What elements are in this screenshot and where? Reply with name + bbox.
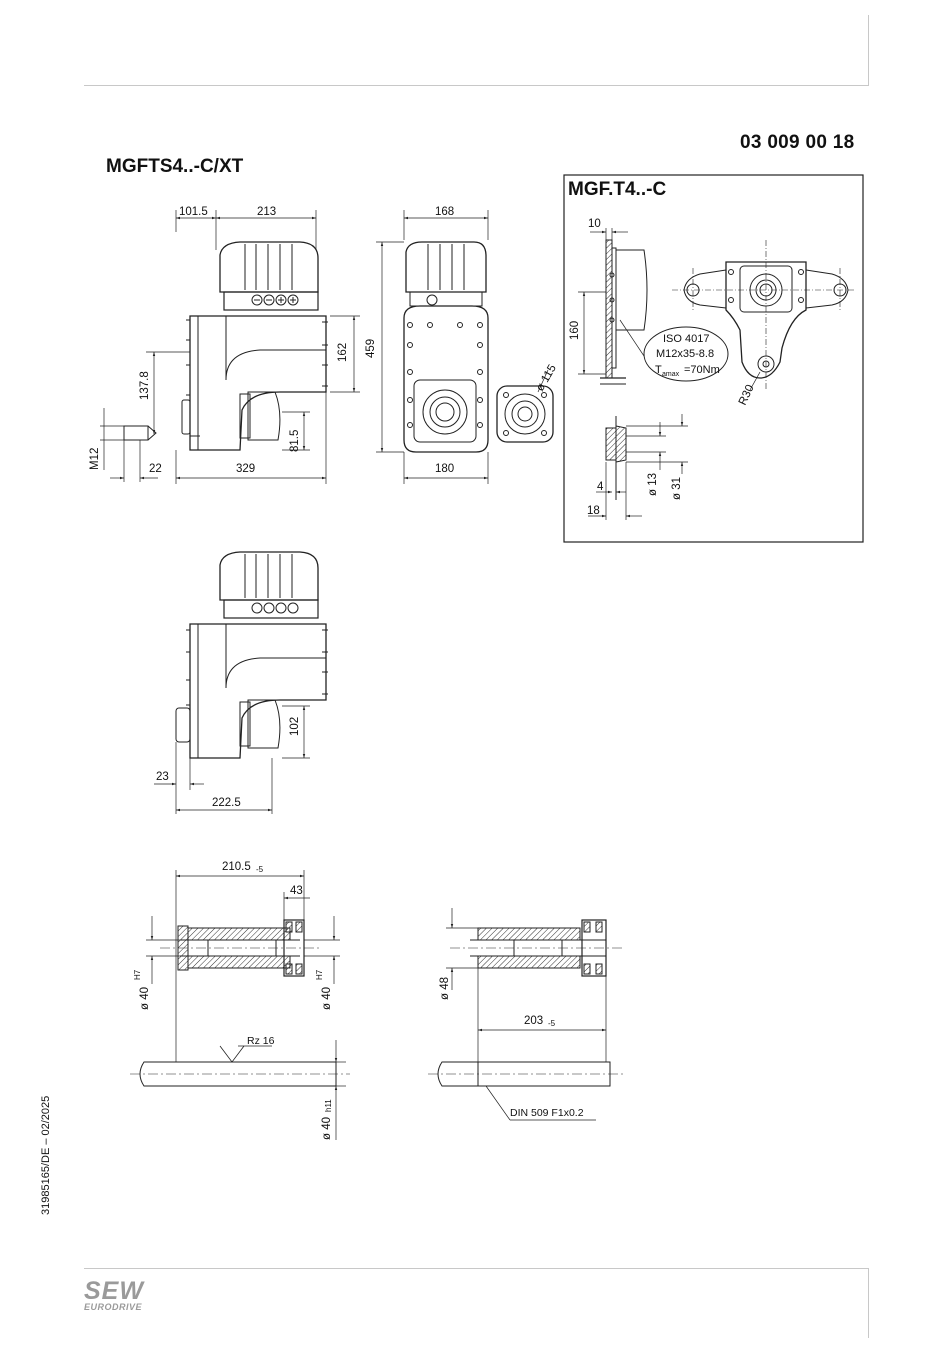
dim-203: 203 <box>524 1015 543 1027</box>
logo-eurodrive: EURODRIVE <box>84 1302 144 1312</box>
dim-329: 329 <box>236 463 255 475</box>
callout-line-2: M12x35-8.8 <box>656 348 714 360</box>
dim-210-5-tolerance: -5 <box>256 865 264 874</box>
inset-dim-18: 18 <box>587 505 600 517</box>
dim-22: 22 <box>149 463 162 475</box>
dim-222-5: 222.5 <box>212 797 241 809</box>
dim-162: 162 <box>337 343 349 362</box>
inset-dim-160: 160 <box>569 321 581 340</box>
sew-eurodrive-logo: SEW EURODRIVE <box>84 1280 144 1312</box>
dim-459: 459 <box>365 339 377 358</box>
front-view <box>376 210 553 484</box>
fit-h7-left: H7 <box>133 969 142 980</box>
inset-dim-13: ø 13 <box>647 473 659 496</box>
inset-title: MGF.T4..-C <box>568 179 666 200</box>
dim-m12: M12 <box>89 448 101 470</box>
fit-h11: h11 <box>324 1099 333 1112</box>
dim-101-5: 101.5 <box>179 206 208 218</box>
dim-168: 168 <box>435 206 454 218</box>
dim-102: 102 <box>289 717 301 736</box>
dim-115: ø 115 <box>534 363 559 394</box>
dim-bore-48: ø 48 <box>439 977 451 1000</box>
shaft-section-left <box>130 870 350 1140</box>
dim-bore-40-left: ø 40 <box>139 987 151 1010</box>
dim-137-8: 137.8 <box>139 371 151 400</box>
inset-dim-4: 4 <box>597 481 604 493</box>
inset-dim-31: ø 31 <box>671 477 683 500</box>
document-code: 31985165/DE – 02/2025 <box>40 1096 52 1215</box>
inset-dim-10: 10 <box>588 218 601 230</box>
surface-rz16: Rz 16 <box>247 1035 275 1047</box>
callout-line-1: ISO 4017 <box>663 333 709 345</box>
dim-203-tolerance: -5 <box>548 1019 556 1028</box>
callout-line-3: =70Nm <box>684 364 720 376</box>
side-view-1 <box>100 210 360 484</box>
shaft-section-right <box>428 908 624 1120</box>
inset-dim-r30: R30 <box>737 383 757 407</box>
callout-torque-symbol: T <box>655 364 662 376</box>
dim-shaft-40: ø 40 <box>321 1117 333 1140</box>
dim-180: 180 <box>435 463 454 475</box>
dim-213: 213 <box>257 206 276 218</box>
din-note: DIN 509 F1x0.2 <box>510 1107 584 1119</box>
dim-23: 23 <box>156 771 169 783</box>
dim-81-5: 81.5 <box>289 430 301 452</box>
dim-bore-40-right: ø 40 <box>321 987 333 1010</box>
dim-43: 43 <box>290 885 303 897</box>
fit-h7-right: H7 <box>315 969 324 980</box>
side-view-2 <box>154 552 328 814</box>
dim-210-5: 210.5 <box>222 861 251 873</box>
logo-sew: SEW <box>84 1280 144 1302</box>
callout-torque-sub: amax <box>662 371 680 378</box>
